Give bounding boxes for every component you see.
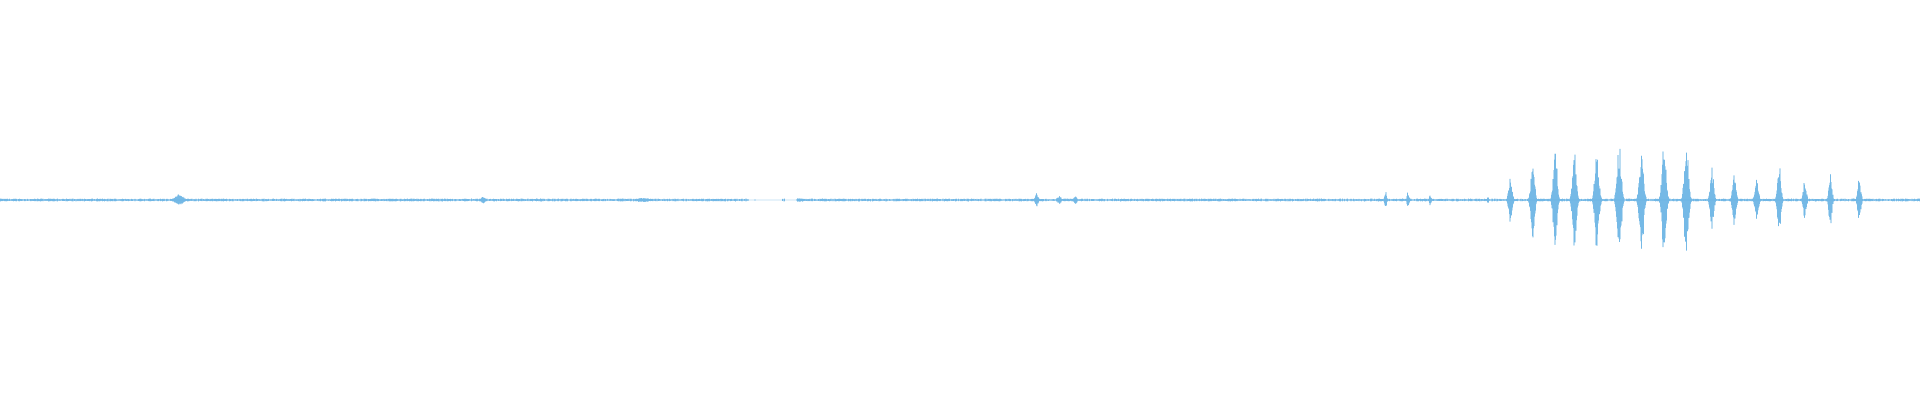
waveform-trace [0,148,1920,251]
